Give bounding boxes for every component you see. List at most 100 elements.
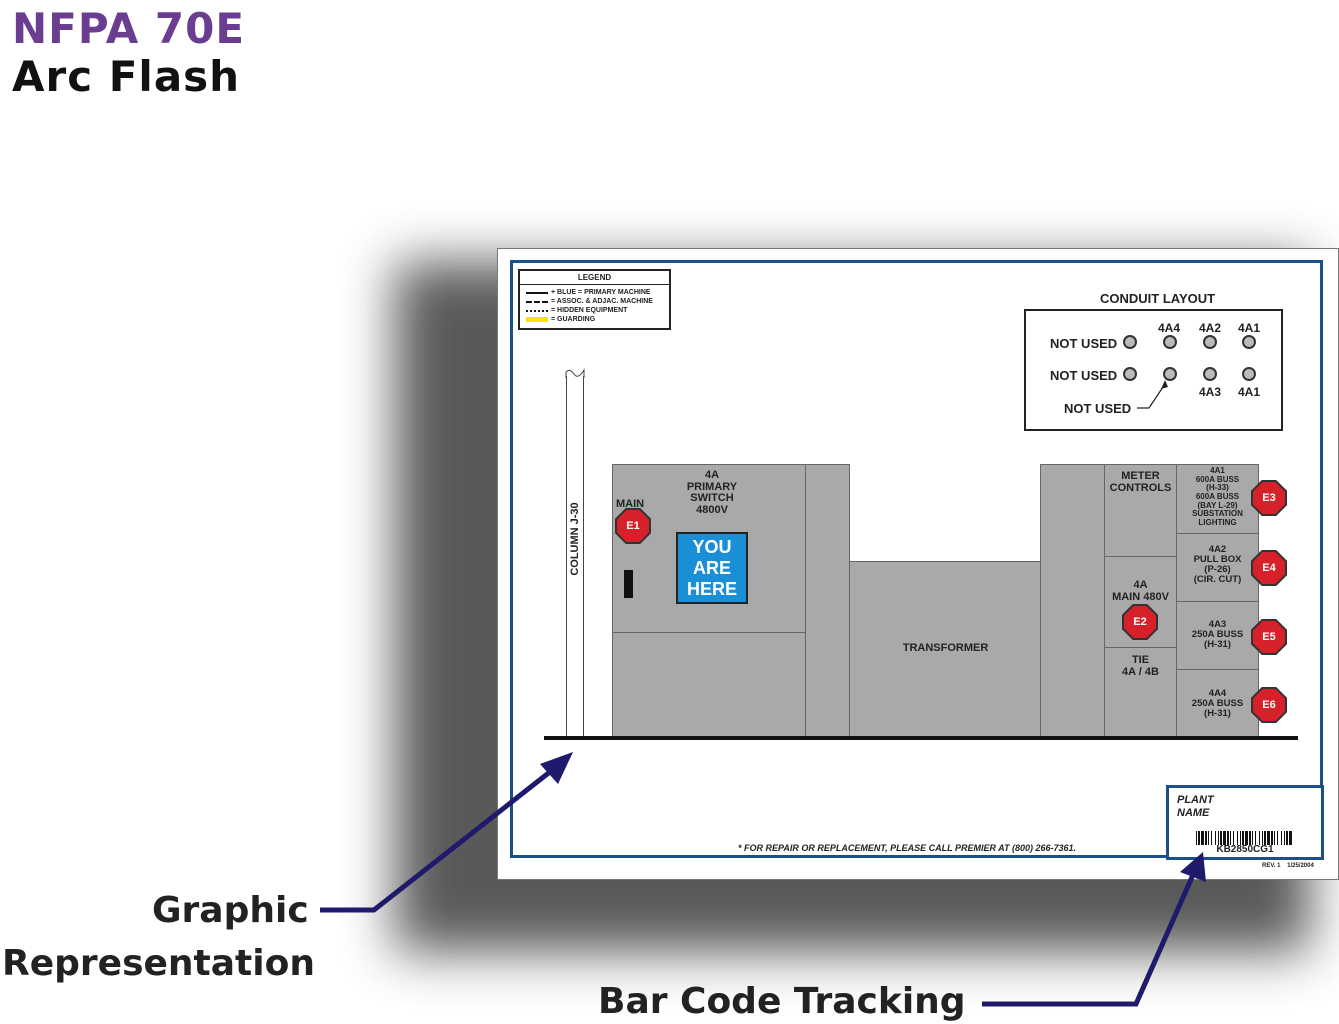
barcode-bar xyxy=(1274,831,1275,845)
conduit-circle xyxy=(1203,335,1217,349)
legend-swatch xyxy=(526,300,548,303)
barcode-bar xyxy=(1240,831,1241,845)
barcode-bar xyxy=(1262,831,1263,845)
barcode-bar xyxy=(1208,831,1209,845)
transformer xyxy=(849,561,1042,738)
conduit-label-4a1-bottom: 4A1 xyxy=(1238,385,1261,399)
legend-item: + BLUE = PRIMARY MACHINE xyxy=(526,288,669,297)
barcode-bar xyxy=(1255,831,1256,845)
page-title: NFPA 70E xyxy=(12,4,246,53)
barcode-bar xyxy=(1252,831,1253,845)
conduit-circle xyxy=(1163,367,1177,381)
legend-item: = HIDDEN EQUIPMENT xyxy=(526,306,669,315)
conduit-label-4a1-top: 4A1 xyxy=(1238,321,1261,335)
tie-section xyxy=(1104,647,1177,738)
feeder-4a3 xyxy=(1176,601,1259,670)
barcode-bar xyxy=(1286,831,1288,845)
conduit-not-used-1: NOT USED xyxy=(1050,336,1118,351)
barcode-bar xyxy=(1259,831,1260,845)
barcode-bar xyxy=(1227,831,1229,845)
conduit-pointer-arrow xyxy=(1137,380,1168,409)
conduit-not-used-3: NOT USED xyxy=(1064,401,1132,416)
marker-e1: E1 xyxy=(615,508,651,544)
conduit-label-4a4: 4A4 xyxy=(1158,321,1181,335)
barcode-bar xyxy=(1264,831,1266,845)
graphic-callout-arrow xyxy=(320,762,562,913)
conduit-label-4a2: 4A2 xyxy=(1199,321,1222,335)
barcode-bar xyxy=(1277,831,1278,845)
graphic-arrowhead xyxy=(540,752,573,784)
barcode-bar xyxy=(1245,831,1248,845)
conduit-circle xyxy=(1242,367,1256,381)
graphic-callout-line1: Graphic xyxy=(152,890,309,931)
primary-switch-lower xyxy=(612,632,806,738)
legend-item-label: = HIDDEN EQUIPMENT xyxy=(551,307,628,314)
page-subtitle: Arc Flash xyxy=(12,52,241,101)
switch-handle xyxy=(624,570,633,598)
legend-box: LEGEND + BLUE = PRIMARY MACHINE= ASSOC. … xyxy=(518,269,671,330)
barcode-bar xyxy=(1215,831,1216,845)
marker-e3: E3 xyxy=(1251,480,1287,516)
plant-barcode-box xyxy=(1166,785,1324,860)
barcode-bar xyxy=(1223,831,1226,845)
barcode-arrowhead xyxy=(1180,852,1206,882)
legend-swatch xyxy=(526,309,548,312)
legend-swatch xyxy=(526,291,548,294)
main-480-label: 4A MAIN 480V xyxy=(1112,579,1169,603)
feeder-4a2 xyxy=(1176,533,1259,602)
tie-label: TIE 4A / 4B xyxy=(1122,654,1159,678)
plant-name: PLANT NAME xyxy=(1177,794,1214,819)
barcode-code: KB2850CG1 xyxy=(1216,844,1274,855)
footer-note: * FOR REPAIR OR REPLACEMENT, PLEASE CALL… xyxy=(738,843,1077,853)
barcode-callout-arrow xyxy=(982,866,1199,1007)
primary-switch-label: 4A PRIMARY SWITCH 4800V xyxy=(686,469,738,516)
barcode-bar xyxy=(1230,831,1231,845)
conduit-circle xyxy=(1123,335,1137,349)
legend-item-label: = ASSOC. & ADJAC. MACHINE xyxy=(551,298,653,305)
barcode-bar xyxy=(1218,831,1219,845)
conduit-not-used-2: NOT USED xyxy=(1050,368,1118,383)
barcode-bar xyxy=(1220,831,1222,845)
transformer-label: TRANSFORMER xyxy=(902,642,989,654)
meter-controls-label: METER CONTROLS xyxy=(1109,470,1172,494)
conduit-title: CONDUIT LAYOUT xyxy=(1100,291,1216,306)
you-are-here-text: YOU ARE HERE xyxy=(686,537,737,599)
conduit-circle xyxy=(1203,367,1217,381)
marker-e5: E5 xyxy=(1251,619,1287,655)
column-break-mark xyxy=(565,368,585,378)
barcode-bar xyxy=(1205,831,1207,845)
conduit-circle xyxy=(1242,335,1256,349)
barcode-bar xyxy=(1271,831,1273,845)
legend-item: = ASSOC. & ADJAC. MACHINE xyxy=(526,297,669,306)
barcode-callout: Bar Code Tracking xyxy=(598,981,966,1022)
barcode-bar xyxy=(1284,831,1285,845)
feeder-4a4-label: 4A4 250A BUSS (H-31) xyxy=(1191,688,1244,719)
conduit-circle xyxy=(1163,335,1177,349)
barcode-bar xyxy=(1289,831,1292,845)
conduit-label-4a3: 4A3 xyxy=(1199,385,1222,399)
marker-e4: E4 xyxy=(1251,550,1287,586)
feeder-4a1-label: 4A1 600A BUSS (H-33) 600A BUSS (BAY L-29… xyxy=(1192,466,1243,527)
legend-item: = GUARDING xyxy=(526,315,669,324)
legend-item-label: = GUARDING xyxy=(551,316,596,323)
main-label: MAIN xyxy=(616,498,645,510)
conduit-box xyxy=(1024,309,1283,431)
feeder-4a2-label: 4A2 PULL BOX (P-26) (CIR. CUT) xyxy=(1193,544,1242,585)
gear-section-left xyxy=(1040,464,1105,738)
feeder-4a3-label: 4A3 250A BUSS (H-31) xyxy=(1191,619,1244,650)
barcode-bar xyxy=(1249,831,1251,845)
feeder-4a1 xyxy=(1176,464,1259,534)
barcode-bar xyxy=(1281,831,1282,845)
barcode-bar xyxy=(1201,831,1204,845)
graphic-callout-line2: Representation xyxy=(2,943,315,984)
barcode-bar xyxy=(1196,831,1197,845)
legend-swatch xyxy=(526,317,548,322)
conduit-circle xyxy=(1123,367,1137,381)
barcode-bar xyxy=(1267,831,1270,845)
marker-e2: E2 xyxy=(1122,604,1158,640)
floor-line xyxy=(544,736,1298,740)
barcode-bar xyxy=(1242,831,1244,845)
legend-item-label: + BLUE = PRIMARY MACHINE xyxy=(551,289,651,296)
revision-label: REV. 1 1/25/2004 xyxy=(1262,863,1314,869)
